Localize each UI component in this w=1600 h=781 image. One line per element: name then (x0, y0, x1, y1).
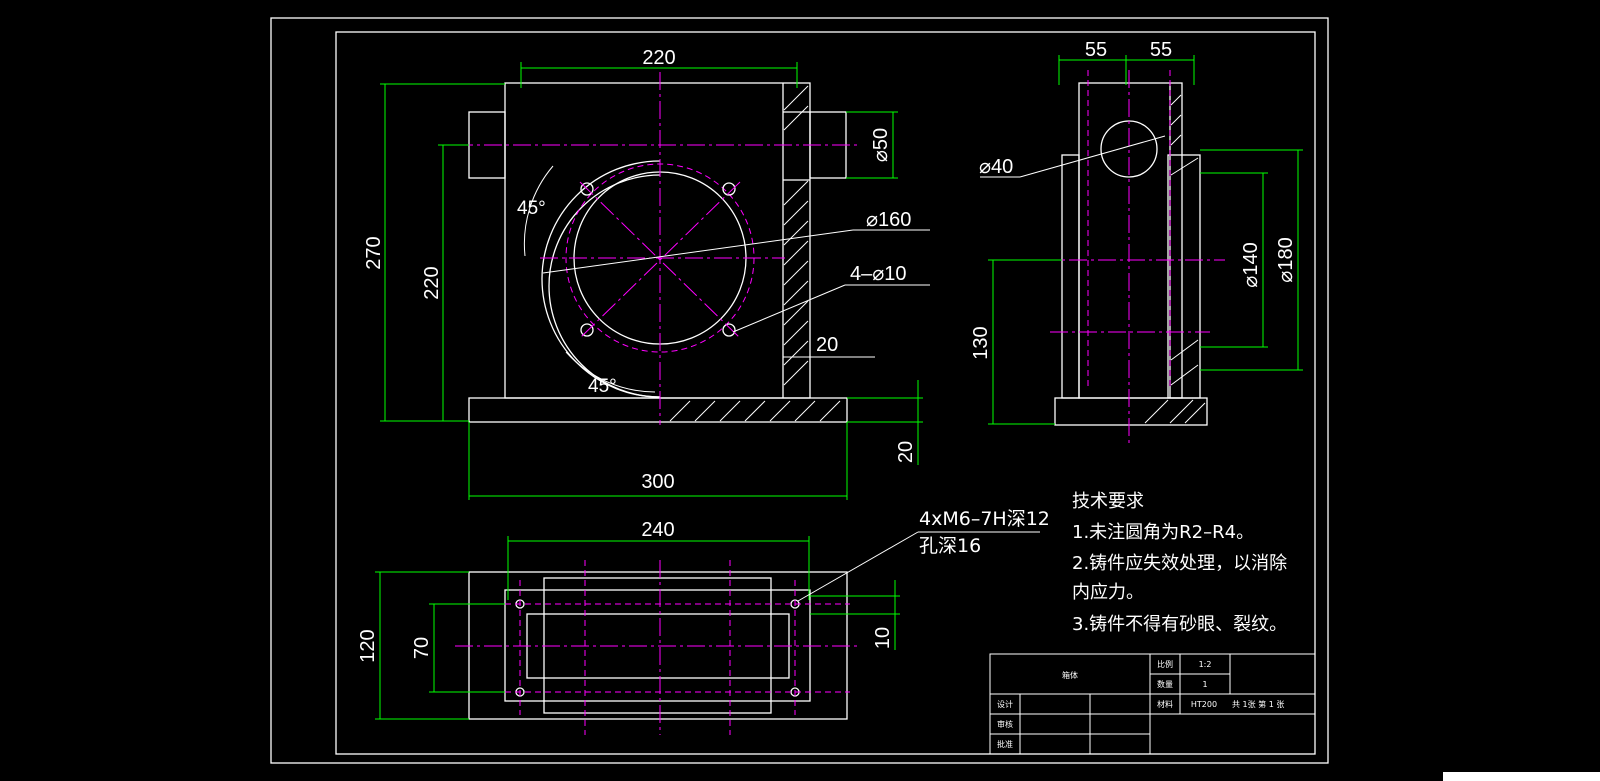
front-body (504, 82, 811, 399)
dim-130: 130 (970, 326, 992, 359)
dim-base-20: 20 (895, 441, 917, 463)
front-dimensions: 220 270 220 45° 45° ⌀160 4–⌀10 ⌀50 20 (363, 47, 930, 500)
side-section-hatch (1144, 94, 1206, 424)
front-view (455, 72, 860, 425)
dim-hole-40: ⌀40 (979, 156, 1013, 178)
top-view (455, 560, 860, 735)
dim-140: ⌀140 (1240, 242, 1262, 287)
tb-review: 审核 (997, 719, 1013, 729)
tech-item-3: 3.铸件不得有砂眼、裂纹。 (1072, 614, 1287, 635)
front-hole (580, 323, 594, 337)
outer-frame (270, 17, 1329, 764)
dim-55-left: 55 (1085, 39, 1107, 61)
dim-220-top: 220 (642, 47, 675, 69)
corner-white-strip (1443, 772, 1600, 781)
dim-120: 120 (357, 629, 379, 662)
top-dimensions: 240 120 70 10 4xM6–7H深12 孔深16 (357, 508, 1050, 720)
side-body (1078, 82, 1183, 399)
tech-item-2-cont: 内应力。 (1072, 582, 1144, 603)
callout-thread: 4xM6–7H深12 (919, 508, 1050, 530)
tb-design: 设计 (997, 699, 1013, 709)
dim-wall-20: 20 (816, 334, 838, 356)
dim-bore-160: ⌀160 (866, 209, 911, 231)
tech-item-2: 2.铸件应失效处理，以消除 (1072, 553, 1287, 574)
tb-part-name: 箱体 (1062, 670, 1078, 680)
dim-300: 300 (641, 471, 674, 493)
front-hole (722, 182, 736, 196)
callout-depth: 孔深16 (919, 535, 981, 557)
tech-title: 技术要求 (1072, 491, 1144, 512)
tb-scale-label: 比例 (1157, 659, 1173, 669)
tb-qty-value: 1 (1202, 680, 1207, 689)
tech-requirements: 技术要求 1.未注圆角为R2–R4。 2.铸件应失效处理，以消除 内应力。 3.… (1072, 491, 1287, 635)
tb-material-value: HT200 (1191, 700, 1217, 709)
dim-angle-45-top: 45° (517, 198, 546, 219)
dim-angle-45-bottom: 45° (588, 376, 617, 397)
side-dimensions: 55 55 ⌀40 ⌀140 ⌀180 130 (970, 39, 1303, 425)
dim-boss-50: ⌀50 (870, 128, 892, 162)
dim-270: 270 (363, 236, 385, 269)
front-base-plate (468, 397, 848, 423)
dim-240: 240 (641, 519, 674, 541)
tb-approve: 批准 (997, 739, 1013, 749)
tb-sheets: 共 1张 第 1 张 (1232, 699, 1284, 709)
dim-70: 70 (411, 637, 433, 659)
tb-qty-label: 数量 (1157, 679, 1173, 689)
front-hole (580, 182, 594, 196)
title-block: 箱体 比例 1:2 数量 1 材料 HT200 共 1张 第 1 张 设计 审核… (989, 653, 1316, 755)
side-base-plate (1054, 397, 1208, 426)
dim-10: 10 (872, 627, 894, 649)
dim-holes-4x10: 4–⌀10 (850, 263, 907, 285)
front-hole (722, 323, 736, 337)
dim-220-inner: 220 (421, 266, 443, 299)
dim-180: ⌀180 (1275, 237, 1297, 282)
tb-material-label: 材料 (1157, 699, 1173, 709)
tech-item-1: 1.未注圆角为R2–R4。 (1072, 522, 1254, 543)
inner-frame (335, 31, 1316, 755)
dim-55-right: 55 (1150, 39, 1172, 61)
side-view (1040, 70, 1225, 445)
front-outer-flange-arc (541, 160, 661, 398)
tb-scale-value: 1:2 (1199, 660, 1212, 669)
front-section-hatch (669, 85, 841, 422)
